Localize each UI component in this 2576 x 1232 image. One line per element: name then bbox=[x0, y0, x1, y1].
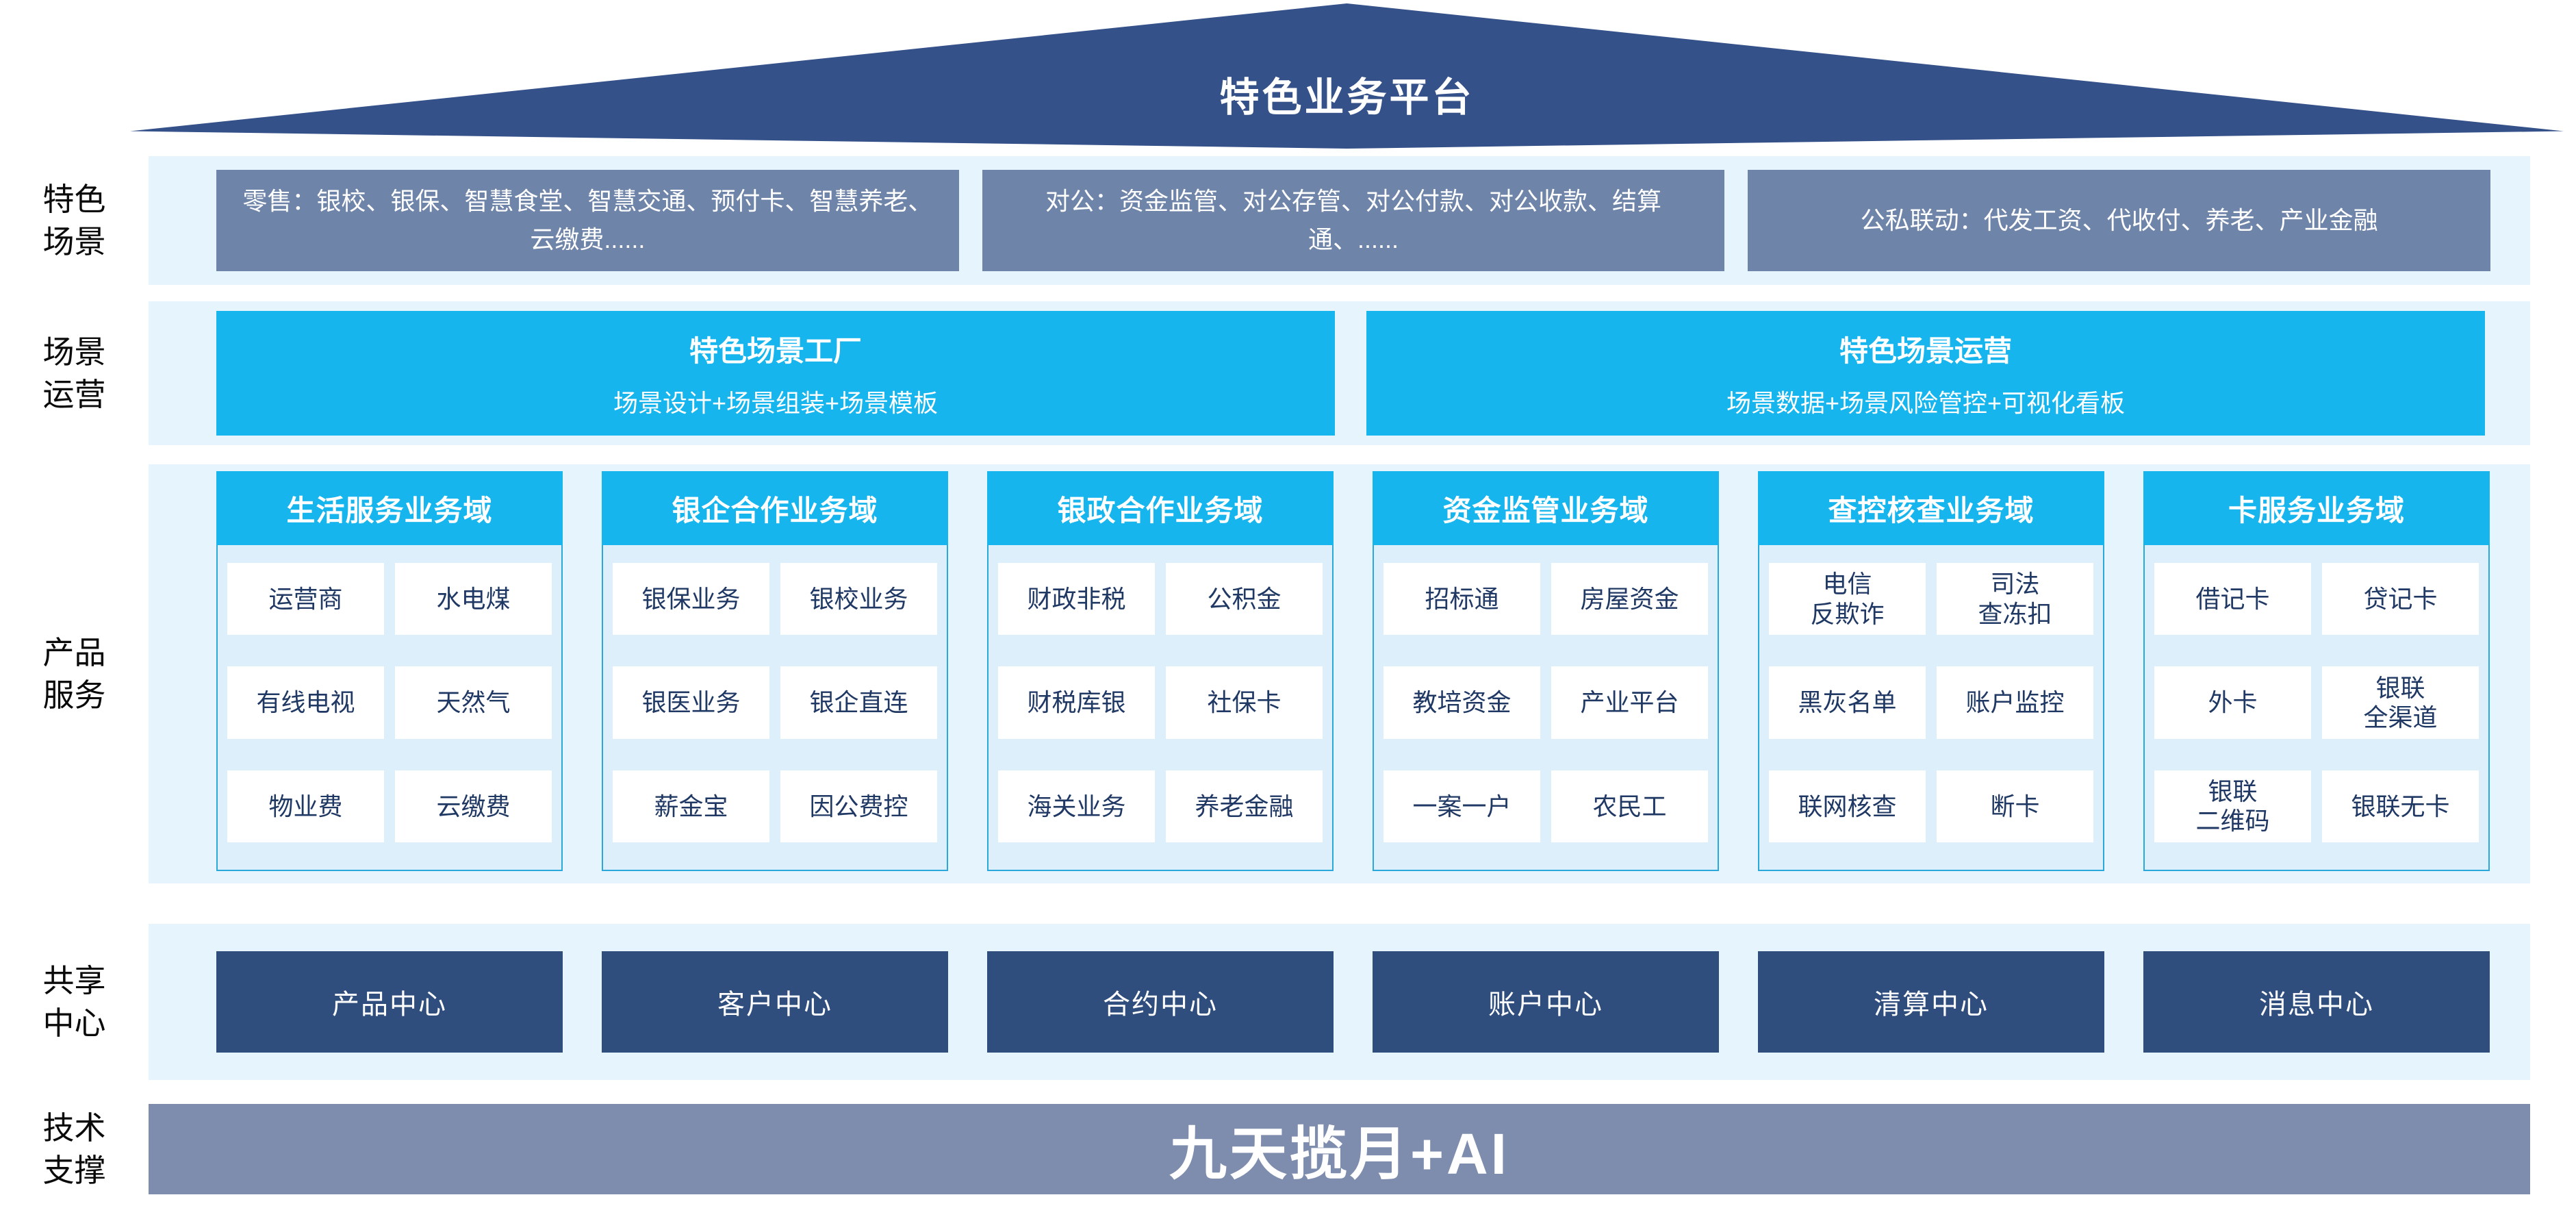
center-box-account: 账户中心 bbox=[1373, 951, 1719, 1053]
side-label-share: 共享 中心 bbox=[0, 924, 149, 1080]
product-cell: 有线电视 bbox=[227, 666, 384, 739]
center-box-product: 产品中心 bbox=[216, 951, 563, 1053]
share-center-row: 产品中心 客户中心 合约中心 账户中心 清算中心 消息中心 bbox=[149, 924, 2530, 1080]
product-cell: 云缴费 bbox=[395, 770, 552, 842]
product-cell: 银联无卡 bbox=[2322, 770, 2479, 842]
product-cell: 水电煤 bbox=[395, 563, 552, 636]
center-box-customer: 客户中心 bbox=[602, 951, 948, 1053]
domain-body: 财政非税 公积金 财税库银 社保卡 海关业务 养老金融 bbox=[987, 545, 1334, 871]
op-box-subtitle: 场景数据+场景风险管控+可视化看板 bbox=[1726, 388, 2126, 417]
side-label-line: 服务 bbox=[42, 677, 106, 713]
side-label-line: 技术 bbox=[42, 1109, 106, 1146]
product-cell: 公积金 bbox=[1166, 563, 1323, 636]
scene-box-linkage: 公私联动：代发工资、代收付、养老、产业金融 bbox=[1748, 170, 2491, 271]
product-cell: 银校业务 bbox=[780, 563, 937, 636]
product-cell: 因公费控 bbox=[780, 770, 937, 842]
side-label-line: 特色 bbox=[42, 181, 106, 217]
op-box-operation: 特色场景运营 场景数据+场景风险管控+可视化看板 bbox=[1366, 311, 2485, 436]
product-cell: 产业平台 bbox=[1551, 666, 1708, 739]
domain-body: 运营商 水电煤 有线电视 天然气 物业费 云缴费 bbox=[216, 545, 563, 871]
side-label-line: 场景 bbox=[42, 224, 106, 260]
center-box-contract: 合约中心 bbox=[987, 951, 1334, 1053]
product-cell: 运营商 bbox=[227, 563, 384, 636]
product-cell: 司法 查冻扣 bbox=[1937, 563, 2093, 636]
product-cell: 银医业务 bbox=[613, 666, 769, 739]
product-cell: 房屋资金 bbox=[1551, 563, 1708, 636]
domain-inquiry-control: 查控核查业务域 电信 反欺诈 司法 查冻扣 黑灰名单 账户监控 联网核查 断卡 bbox=[1758, 471, 2104, 871]
domain-body: 银保业务 银校业务 银医业务 银企直连 薪金宝 因公费控 bbox=[602, 545, 948, 871]
tech-support-bar: 九天揽月+AI bbox=[149, 1104, 2530, 1194]
operation-row: 特色场景工厂 场景设计+场景组装+场景模板 特色场景运营 场景数据+场景风险管控… bbox=[149, 301, 2530, 445]
side-label-product: 产品 服务 bbox=[0, 464, 149, 883]
scene-box-corporate: 对公：资金监管、对公存管、对公付款、对公收款、结算通、...... bbox=[982, 170, 1725, 271]
domain-header: 银企合作业务域 bbox=[602, 471, 948, 545]
scene-box-retail: 零售：银校、银保、智慧食堂、智慧交通、预付卡、智慧养老、云缴费...... bbox=[216, 170, 959, 271]
side-label-line: 场景 bbox=[42, 334, 106, 370]
domain-bank-enterprise: 银企合作业务域 银保业务 银校业务 银医业务 银企直连 薪金宝 因公费控 bbox=[602, 471, 948, 871]
domain-body: 借记卡 贷记卡 外卡 银联 全渠道 银联 二维码 银联无卡 bbox=[2143, 545, 2490, 871]
product-cell: 黑灰名单 bbox=[1769, 666, 1926, 739]
product-cell: 社保卡 bbox=[1166, 666, 1323, 739]
product-cell: 农民工 bbox=[1551, 770, 1708, 842]
op-box-title: 特色场景工厂 bbox=[689, 334, 862, 367]
product-cell: 银联 全渠道 bbox=[2322, 666, 2479, 739]
domain-fund-supervision: 资金监管业务域 招标通 房屋资金 教培资金 产业平台 一案一户 农民工 bbox=[1373, 471, 1719, 871]
domain-life-services: 生活服务业务域 运营商 水电煤 有线电视 天然气 物业费 云缴费 bbox=[216, 471, 563, 871]
product-cell: 银联 二维码 bbox=[2154, 770, 2311, 842]
product-row: 生活服务业务域 运营商 水电煤 有线电视 天然气 物业费 云缴费 银企合作业务域… bbox=[149, 464, 2530, 883]
roof-banner: 特色业务平台 bbox=[130, 3, 2564, 149]
center-box-message: 消息中心 bbox=[2143, 951, 2490, 1053]
domain-body: 电信 反欺诈 司法 查冻扣 黑灰名单 账户监控 联网核查 断卡 bbox=[1758, 545, 2104, 871]
side-label-line: 中心 bbox=[42, 1005, 106, 1041]
product-cell: 财税库银 bbox=[998, 666, 1155, 739]
domain-card-services: 卡服务业务域 借记卡 贷记卡 外卡 银联 全渠道 银联 二维码 银联无卡 bbox=[2143, 471, 2490, 871]
product-cell: 电信 反欺诈 bbox=[1769, 563, 1926, 636]
product-cell: 账户监控 bbox=[1937, 666, 2093, 739]
product-cell: 招标通 bbox=[1383, 563, 1540, 636]
op-box-subtitle: 场景设计+场景组装+场景模板 bbox=[613, 388, 939, 417]
product-cell: 借记卡 bbox=[2154, 563, 2311, 636]
side-label-operation: 场景 运营 bbox=[0, 301, 149, 445]
product-cell: 养老金融 bbox=[1166, 770, 1323, 842]
product-cell: 一案一户 bbox=[1383, 770, 1540, 842]
product-cell: 银企直连 bbox=[780, 666, 937, 739]
product-cell: 海关业务 bbox=[998, 770, 1155, 842]
product-cell: 贷记卡 bbox=[2322, 563, 2479, 636]
product-cell: 外卡 bbox=[2154, 666, 2311, 739]
domain-header: 查控核查业务域 bbox=[1758, 471, 2104, 545]
product-cell: 教培资金 bbox=[1383, 666, 1540, 739]
tech-support-label: 九天揽月+AI bbox=[1169, 1121, 1510, 1186]
product-cell: 天然气 bbox=[395, 666, 552, 739]
product-cell: 银保业务 bbox=[613, 563, 769, 636]
domain-body: 招标通 房屋资金 教培资金 产业平台 一案一户 农民工 bbox=[1373, 545, 1719, 871]
domain-header: 卡服务业务域 bbox=[2143, 471, 2490, 545]
side-label-scene: 特色 场景 bbox=[0, 156, 149, 285]
side-label-line: 共享 bbox=[42, 962, 106, 998]
domain-header: 银政合作业务域 bbox=[987, 471, 1334, 545]
domain-header: 资金监管业务域 bbox=[1373, 471, 1719, 545]
domain-header: 生活服务业务域 bbox=[216, 471, 563, 545]
page-title: 特色业务平台 bbox=[1219, 75, 1475, 120]
product-cell: 财政非税 bbox=[998, 563, 1155, 636]
product-cell: 断卡 bbox=[1937, 770, 2093, 842]
op-box-title: 特色场景运营 bbox=[1839, 334, 2012, 367]
scene-row: 零售：银校、银保、智慧食堂、智慧交通、预付卡、智慧养老、云缴费...... 对公… bbox=[149, 156, 2530, 285]
side-label-line: 产品 bbox=[42, 634, 106, 670]
product-cell: 物业费 bbox=[227, 770, 384, 842]
product-cell: 联网核查 bbox=[1769, 770, 1926, 842]
product-cell: 薪金宝 bbox=[613, 770, 769, 842]
side-label-line: 运营 bbox=[42, 377, 106, 412]
side-label-line: 支撑 bbox=[42, 1153, 106, 1188]
domain-bank-government: 银政合作业务域 财政非税 公积金 财税库银 社保卡 海关业务 养老金融 bbox=[987, 471, 1334, 871]
center-box-clearing: 清算中心 bbox=[1758, 951, 2104, 1053]
side-label-tech: 技术 支撑 bbox=[0, 1104, 149, 1194]
op-box-factory: 特色场景工厂 场景设计+场景组装+场景模板 bbox=[216, 311, 1335, 436]
